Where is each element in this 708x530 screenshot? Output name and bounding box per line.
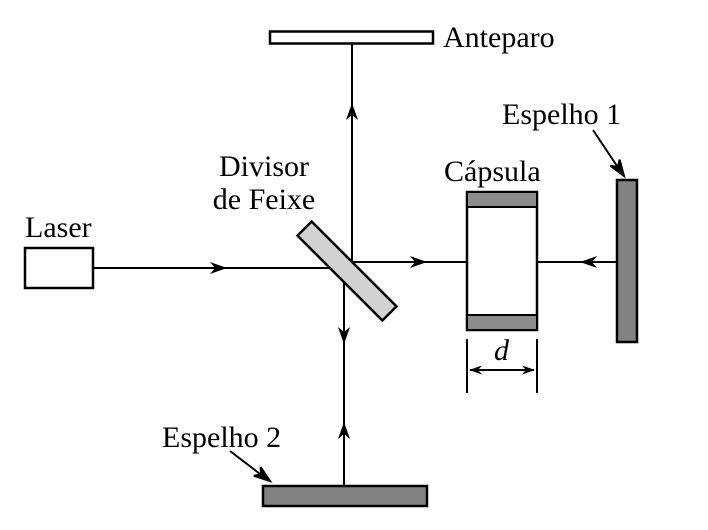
pointer-espelho2: [229, 450, 265, 478]
capsule-bottom-cap: [466, 314, 538, 331]
arrowhead-right-laser: [210, 262, 227, 274]
laser-label: Laser: [25, 211, 92, 244]
divisor-de-feixe-label: Divisor de Feixe: [204, 150, 324, 216]
capsule: [465, 190, 539, 332]
arrowhead-dim-left: [469, 365, 482, 375]
anteparo-label: Anteparo: [443, 21, 555, 54]
beam-lines: [93, 44, 617, 486]
arrowhead-right-capsule: [410, 256, 427, 268]
arrowhead-dim-right: [522, 365, 535, 375]
pointer-espelho1: [592, 129, 620, 170]
anteparo-screen: [268, 30, 435, 45]
arrowhead-down-to-mirror2: [338, 327, 350, 344]
dimension-d-label: d: [494, 334, 509, 367]
arrowhead-pointer-espelho1: [609, 159, 626, 179]
espelho1-label: Espelho 1: [502, 98, 622, 131]
divisor-label-line1: Divisor: [219, 150, 309, 183]
arrowhead-left-from-mirror1: [580, 256, 597, 268]
beam-splitter: [295, 219, 399, 323]
espelho2-label: Espelho 2: [162, 421, 282, 454]
arrowhead-up-anteparo: [346, 103, 358, 120]
label-pointers: [229, 129, 626, 483]
mirror-2: [261, 484, 429, 508]
arrowhead-pointer-espelho2: [253, 466, 273, 483]
arrowhead-up-from-mirror2: [338, 422, 350, 439]
capsula-label: Cápsula: [444, 155, 541, 188]
mirror-1: [615, 178, 639, 344]
divisor-label-line2: de Feixe: [212, 183, 316, 216]
capsule-body: [465, 190, 539, 332]
dimension-d-marks: [466, 339, 538, 393]
laser-box: [23, 246, 95, 290]
beam-arrowheads: [210, 103, 597, 439]
dimension-arrowheads: [469, 365, 535, 375]
capsule-top-cap: [466, 191, 538, 208]
